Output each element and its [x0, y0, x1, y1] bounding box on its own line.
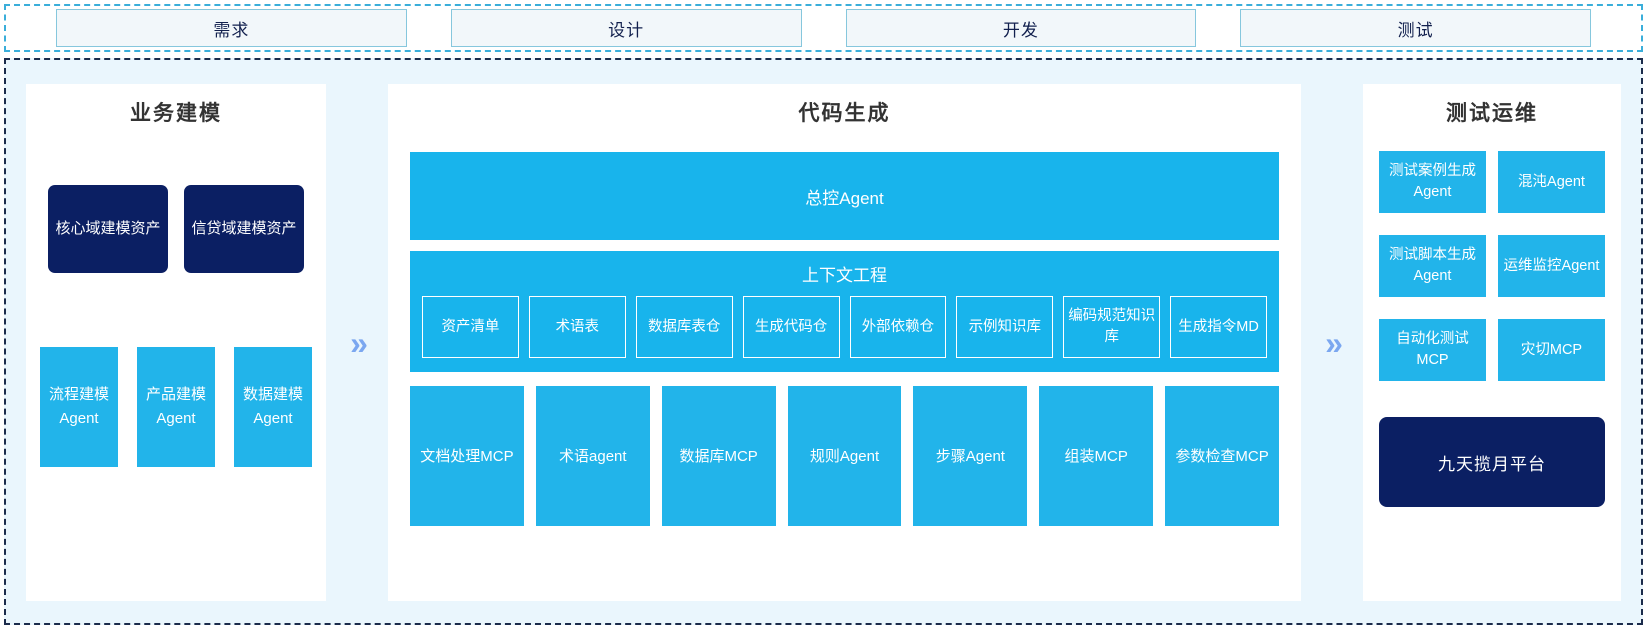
asset-label: 核心域建模资产 — [55, 220, 161, 237]
test-ops-grid: 测试案例生成Agent 混沌Agent 测试脚本生成Agent 运维监控Agen… — [1379, 151, 1605, 381]
stage-label: 需求 — [213, 20, 250, 40]
code-generation-content: 总控Agent 上下文工程 资产清单 术语表 数据库表仓 — [388, 127, 1301, 526]
tool-database-mcp[interactable]: 数据库MCP — [661, 386, 776, 526]
agent-label: 流程建模Agent — [48, 386, 109, 427]
test-ops-label: 测试案例生成Agent — [1389, 163, 1476, 200]
jiutian-lanyue-platform[interactable]: 九天揽月平台 — [1379, 417, 1605, 507]
panel-test-operations: 测试运维 测试案例生成Agent 混沌Agent 测试脚本生成Agent 运维监… — [1363, 84, 1621, 601]
master-agent-label: 总控Agent — [805, 188, 884, 208]
tool-parameter-check-mcp[interactable]: 参数检查MCP — [1165, 386, 1280, 526]
automated-test-mcp[interactable]: 自动化测试MCP — [1379, 319, 1486, 381]
test-ops-label: 混沌Agent — [1518, 173, 1585, 190]
asset-label: 信贷域建模资产 — [191, 220, 297, 237]
stage-label: 测试 — [1397, 20, 1434, 40]
context-engineering-title: 上下文工程 — [802, 266, 887, 285]
agent-process-modeling[interactable]: 流程建模Agent — [40, 347, 118, 467]
panel-title-test-operations: 测试运维 — [1446, 102, 1538, 125]
agent-data-modeling[interactable]: 数据建模Agent — [234, 347, 312, 467]
test-script-generation-agent[interactable]: 测试脚本生成Agent — [1379, 235, 1486, 297]
tool-label: 术语agent — [559, 447, 627, 465]
context-item-example-knowledge-base[interactable]: 示例知识库 — [956, 296, 1054, 358]
context-item-generated-code-repo[interactable]: 生成代码仓 — [742, 296, 840, 358]
context-engineering-items: 资产清单 术语表 数据库表仓 生成代码仓 外部依赖仓 — [422, 296, 1267, 358]
chevron-right-icon-1: » — [326, 84, 388, 601]
chaos-agent[interactable]: 混沌Agent — [1498, 151, 1605, 213]
stage-box-testing[interactable]: 测试 — [1240, 9, 1591, 47]
agent-label: 数据建模Agent — [242, 386, 303, 427]
test-ops-label: 运维监控Agent — [1503, 257, 1600, 274]
stage-box-requirements[interactable]: 需求 — [56, 9, 407, 47]
panel-title-code-generation: 代码生成 — [798, 102, 891, 125]
business-agents-row: 流程建模Agent 产品建模Agent 数据建模Agent — [40, 347, 312, 467]
tool-document-processing-mcp[interactable]: 文档处理MCP — [410, 386, 524, 526]
test-case-generation-agent[interactable]: 测试案例生成Agent — [1379, 151, 1486, 213]
context-item-label: 数据库表仓 — [647, 318, 721, 335]
platform-label: 九天揽月平台 — [1438, 454, 1546, 474]
context-item-label: 资产清单 — [441, 318, 500, 335]
chevron-glyph: » — [1325, 324, 1343, 361]
stage-box-development[interactable]: 开发 — [845, 9, 1197, 47]
stage-label: 开发 — [1002, 20, 1039, 40]
stage-box-design[interactable]: 设计 — [450, 9, 802, 47]
stage-strip: 需求 设计 开发 测试 — [4, 4, 1643, 52]
business-assets-row: 核心域建模资产 信贷域建模资产 — [48, 185, 304, 273]
context-item-external-deps-repo[interactable]: 外部依赖仓 — [849, 296, 947, 358]
asset-credit-domain[interactable]: 信贷域建模资产 — [184, 185, 304, 273]
context-item-label: 生成代码仓 — [754, 318, 828, 335]
tool-label: 数据库MCP — [679, 447, 758, 465]
test-ops-label: 自动化测试MCP — [1396, 331, 1469, 368]
context-item-label: 生成指令MD — [1178, 318, 1259, 335]
panel-code-generation: 代码生成 总控Agent 上下文工程 资产清单 术语表 — [388, 84, 1301, 601]
tool-label: 参数检查MCP — [1175, 447, 1269, 465]
tool-assembly-mcp[interactable]: 组装MCP — [1039, 386, 1154, 526]
chevron-glyph: » — [350, 324, 368, 361]
disaster-switch-mcp[interactable]: 灾切MCP — [1498, 319, 1605, 381]
panel-title-business-modeling: 业务建模 — [130, 102, 222, 125]
context-item-label: 术语表 — [555, 318, 600, 335]
test-ops-label: 灾切MCP — [1520, 341, 1583, 358]
asset-core-domain[interactable]: 核心域建模资产 — [48, 185, 168, 273]
context-item-label: 编码规范知识库 — [1068, 308, 1156, 345]
panel-business-modeling: 业务建模 核心域建模资产 信贷域建模资产 流程建模Agent 产品建模Agent… — [26, 84, 326, 601]
tool-rule-agent[interactable]: 规则Agent — [787, 386, 902, 526]
agent-product-modeling[interactable]: 产品建模Agent — [137, 347, 215, 467]
agent-label: 产品建模Agent — [145, 386, 206, 427]
tool-label: 规则Agent — [809, 447, 880, 465]
tool-label: 组装MCP — [1064, 447, 1128, 465]
master-agent-bar[interactable]: 总控Agent — [410, 152, 1279, 240]
tool-step-agent[interactable]: 步骤Agent — [913, 386, 1028, 526]
tool-glossary-agent[interactable]: 术语agent — [535, 386, 650, 526]
context-item-label: 示例知识库 — [968, 318, 1042, 335]
context-engineering-block: 上下文工程 资产清单 术语表 数据库表仓 生成代码仓 — [410, 251, 1279, 372]
context-item-generation-instruction-md[interactable]: 生成指令MD — [1170, 296, 1267, 358]
test-ops-label: 测试脚本生成Agent — [1389, 247, 1476, 284]
code-generation-tools-row: 文档处理MCP 术语agent 数据库MCP 规则Agent 步骤Agent — [410, 386, 1280, 526]
context-item-db-table-repo[interactable]: 数据库表仓 — [635, 296, 733, 358]
main-canvas: 业务建模 核心域建模资产 信贷域建模资产 流程建模Agent 产品建模Agent… — [4, 58, 1643, 625]
context-item-glossary[interactable]: 术语表 — [528, 296, 626, 358]
tool-label: 步骤Agent — [935, 447, 1005, 465]
context-item-asset-list[interactable]: 资产清单 — [422, 296, 519, 358]
tool-label: 文档处理MCP — [420, 447, 514, 465]
chevron-right-icon-2: » — [1301, 84, 1363, 601]
context-item-coding-standards-kb[interactable]: 编码规范知识库 — [1063, 296, 1161, 358]
ops-monitoring-agent[interactable]: 运维监控Agent — [1498, 235, 1605, 297]
context-item-label: 外部依赖仓 — [861, 318, 935, 335]
stage-label: 设计 — [608, 20, 645, 40]
